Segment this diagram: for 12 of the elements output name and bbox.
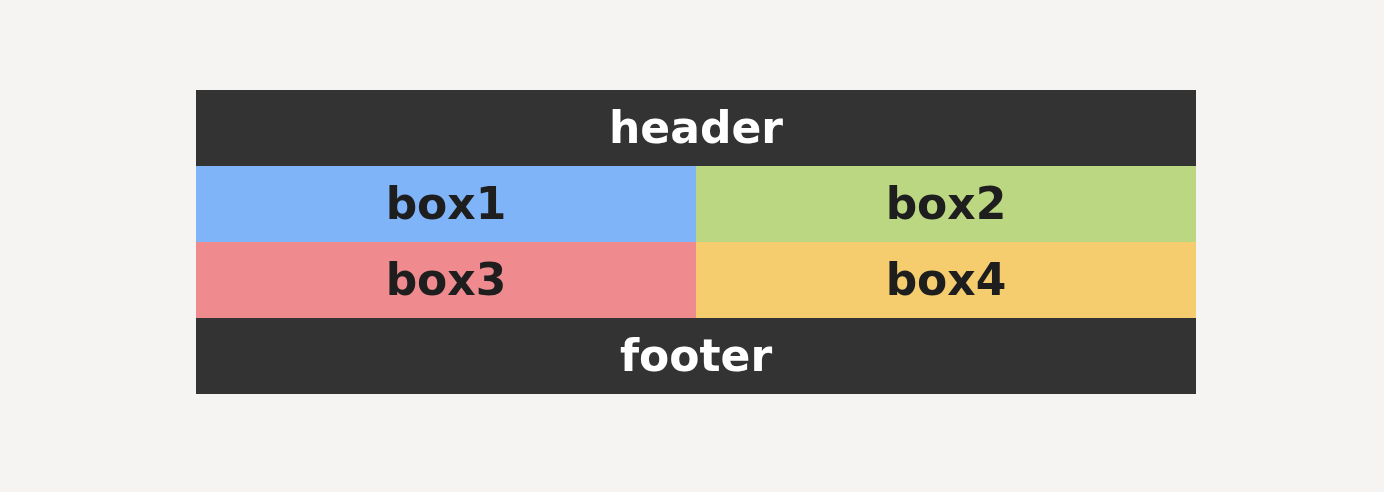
cell-label: box1 xyxy=(385,182,507,226)
grid-cell xyxy=(696,242,1196,318)
header-bar xyxy=(196,90,1196,166)
footer-bar xyxy=(196,318,1196,394)
grid-cell xyxy=(696,166,1196,242)
cell-label: box3 xyxy=(385,258,507,302)
cell-label: box4 xyxy=(885,258,1007,302)
grid-cell xyxy=(196,242,696,318)
cell-label: box2 xyxy=(885,182,1007,226)
cell-label: footer xyxy=(619,334,773,378)
cell-label: header xyxy=(609,106,783,150)
grid-cell xyxy=(196,166,696,242)
